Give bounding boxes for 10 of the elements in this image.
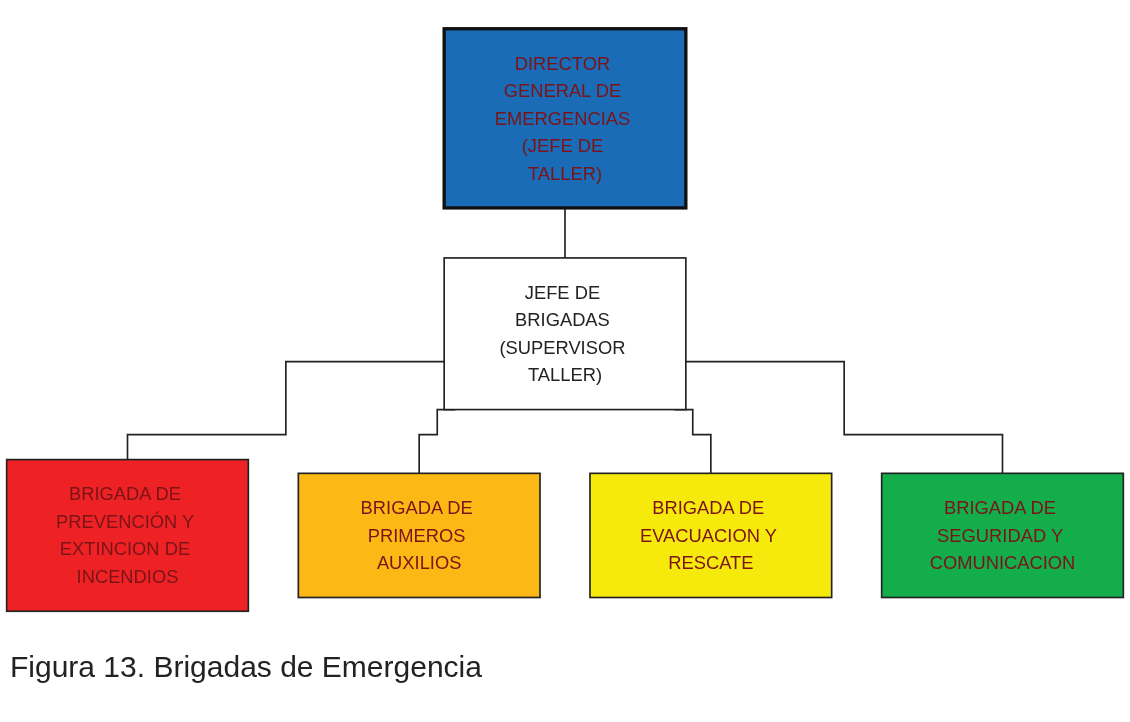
node-box: BRIGADA DE PREVENCIÓN Y EXTINCION DE INCENDIOS (5, 458, 250, 613)
node-box: DIRECTOR GENERAL DE EMERGENCIAS (JEFE DE TALLER) (442, 27, 688, 210)
connector (126, 360, 445, 461)
node-box: BRIGADA DE EVACUACION Y RESCATE (589, 472, 833, 599)
connector (564, 207, 566, 259)
node-box: BRIGADA DE SEGURIDAD Y COMUNICACION (880, 472, 1125, 599)
node-box: JEFE DE BRIGADAS (SUPERVISOR TALLER) (443, 257, 687, 411)
node-box: BRIGADA DE PRIMEROS AUXILIOS (297, 472, 541, 599)
connector (685, 360, 1004, 475)
figure-caption: Figura 13. Brigadas de Emergencia (10, 650, 482, 684)
